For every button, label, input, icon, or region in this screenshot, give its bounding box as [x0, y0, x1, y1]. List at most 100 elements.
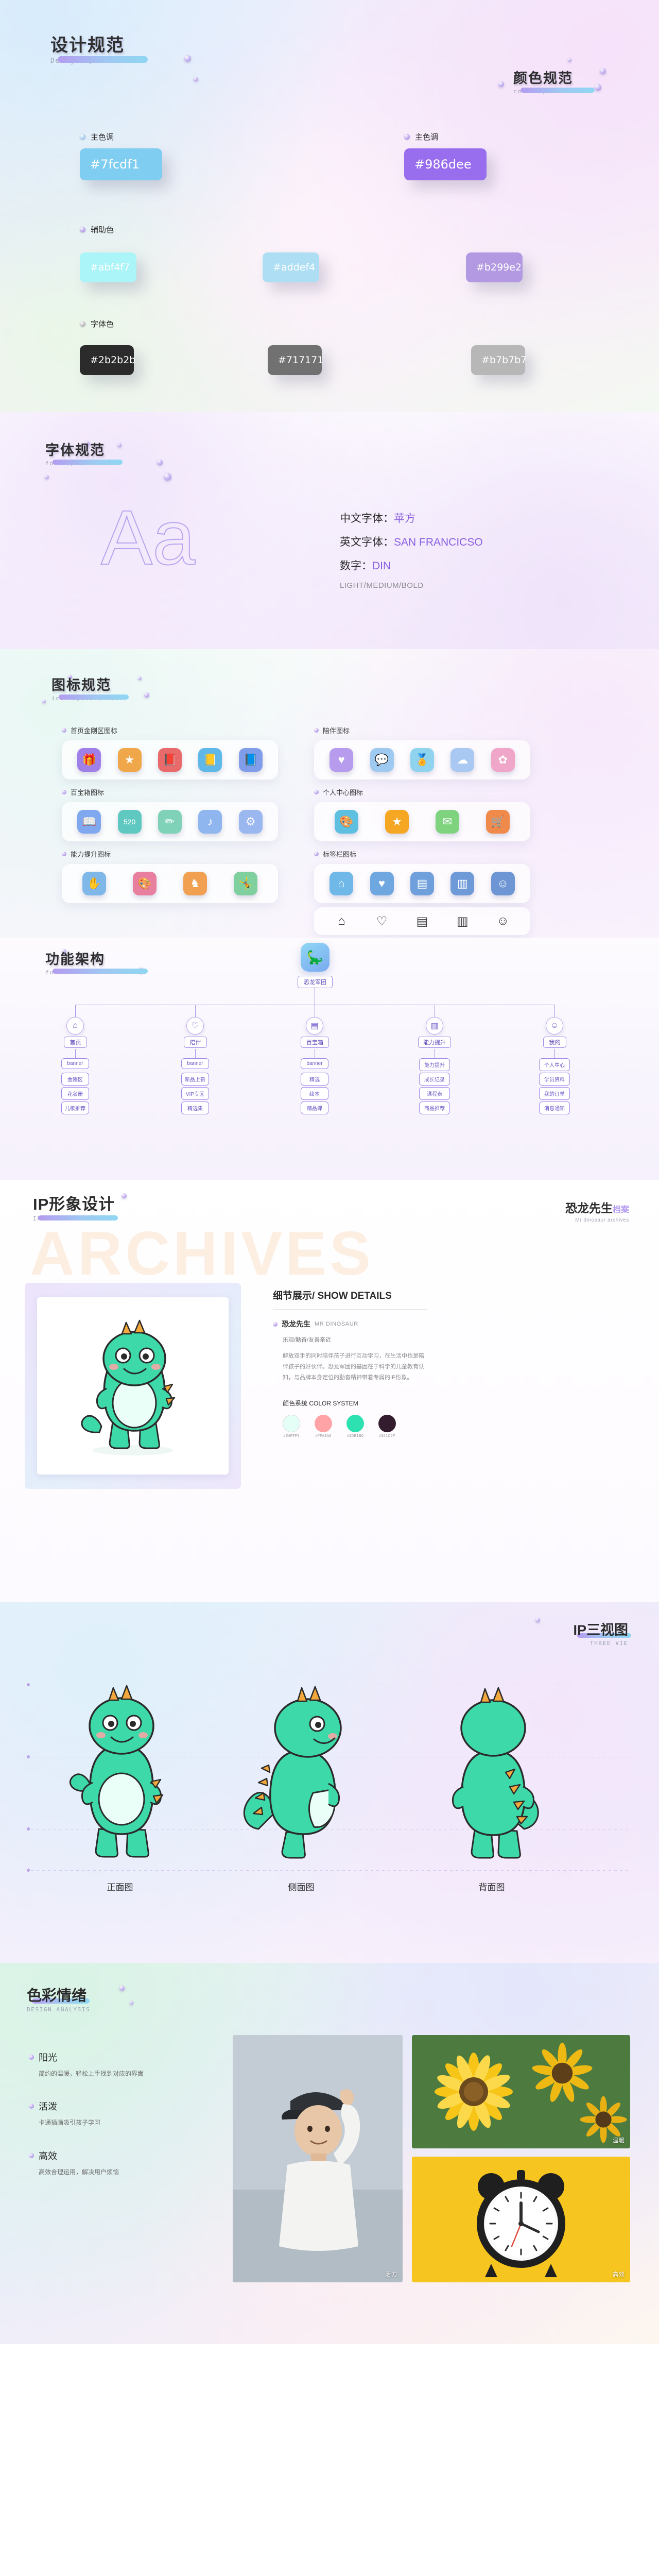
photo-boy-illustration [233, 2035, 403, 2282]
tools-icon[interactable]: ⚙ [238, 810, 263, 834]
arch-child-node[interactable]: 能力提升 [419, 1058, 450, 1071]
decor-bubble-icon [119, 1986, 125, 1991]
mail-icon[interactable]: ✉ [436, 810, 459, 834]
news-line-icon[interactable]: ▤ [416, 914, 428, 928]
guide-dot-icon [27, 1683, 30, 1686]
decor-bubble-icon [600, 68, 606, 74]
color-swatch-primary-purple: #986dee [404, 148, 487, 180]
person-icon[interactable]: 🤸 [234, 872, 257, 895]
decor-bubble-icon [42, 700, 46, 703]
flower-icon[interactable]: ✿ [491, 748, 515, 772]
arch-child-node[interactable]: VIP专区 [181, 1087, 209, 1100]
arch-child-node[interactable]: 儿歌推荐 [61, 1101, 89, 1114]
arch-child-node[interactable]: 绘本 [301, 1087, 328, 1100]
arch-child-node[interactable]: 个人中心 [539, 1058, 570, 1071]
mine-icon[interactable]: ☺ [546, 1017, 563, 1035]
star-icon[interactable]: ★ [385, 810, 409, 834]
profile-icon[interactable]: ☺ [491, 872, 515, 895]
bullet-dot-icon [80, 134, 85, 140]
dinosaur-side-view [243, 1686, 342, 1859]
title-underline-bar [38, 1215, 118, 1221]
dinosaur-front-view [69, 1685, 164, 1858]
title-underline-bar [58, 56, 148, 63]
profile-line-icon[interactable]: ☺ [496, 914, 509, 928]
color-swatch-aux-3: #b299e2 [466, 252, 523, 282]
heart-line-icon[interactable]: ♡ [376, 914, 388, 928]
medal-icon[interactable]: 🏅 [410, 748, 434, 772]
swatch-hex-label: #b7b7b7 [481, 354, 527, 366]
details-title: 细节展示/ SHOW DETAILS [273, 1291, 392, 1301]
bullet-dot-icon [314, 728, 319, 733]
arch-child-node[interactable]: 商品推荐 [419, 1101, 450, 1114]
mood-item-title: 高效 [39, 2150, 57, 2161]
card-line-icon[interactable]: ▥ [457, 914, 469, 928]
arch-child-node[interactable]: 新品上新 [181, 1073, 209, 1086]
ip-design-title: IP形象设计 IP IMAGE DESIGN [33, 1191, 118, 1222]
note-icon[interactable]: 📒 [198, 748, 222, 772]
icon-group-2: 百宝箱图标 📖 520 ✏ ♪ ⚙ [62, 787, 278, 841]
heart-bubble-icon[interactable]: ♥ [330, 748, 354, 772]
ip-character-frame [25, 1283, 241, 1489]
arch-child-node[interactable]: 我的订单 [539, 1087, 570, 1100]
icon-group-5: 标签栏图标 ⌂ ♥ ▤ ▥ ☺ ⌂ ♡ ▤ ▥ ☺ [314, 849, 530, 935]
book-blue-icon[interactable]: 📖 [77, 810, 101, 834]
pencil-icon[interactable]: ✏ [158, 810, 182, 834]
arch-child-node[interactable]: 成长记录 [419, 1073, 450, 1086]
arch-child-node[interactable]: 课程表 [419, 1087, 450, 1100]
architecture-root-label: 恐龙军团 [298, 976, 333, 988]
arch-child-node[interactable]: 精选 [301, 1073, 328, 1086]
icon-group-label: 能力提升图标 [71, 851, 111, 858]
decor-bubble-icon [184, 55, 191, 62]
music-icon[interactable]: ♪ [198, 810, 222, 834]
arch-child-node[interactable]: 花名册 [61, 1087, 89, 1100]
palette-icon[interactable]: 🎨 [335, 810, 358, 834]
color-swatch-primary-blue: #7fcdf1 [80, 148, 162, 180]
color-chip-dot [346, 1414, 364, 1432]
icon-group-label: 标签栏图标 [323, 851, 357, 858]
photo-caption: 高效 [613, 2272, 625, 2278]
folder-icon[interactable]: 📘 [238, 748, 263, 772]
ability-icon[interactable]: ▥ [426, 1017, 443, 1035]
arch-child-node[interactable]: 精选集 [181, 1101, 209, 1114]
arch-child-node[interactable]: banner [61, 1058, 89, 1069]
icon-card: 🎨 ★ ✉ 🛒 [314, 802, 530, 841]
guide-dot-icon [27, 1827, 30, 1831]
swatch-hex-label: #7fcdf1 [90, 157, 140, 172]
heart-icon[interactable]: ♥ [370, 872, 394, 895]
book-icon[interactable]: 📕 [158, 748, 182, 772]
decor-bubble-icon [122, 1193, 127, 1198]
arch-child-node[interactable]: 金刚区 [61, 1073, 89, 1086]
arch-child-node[interactable]: 学员资料 [539, 1073, 570, 1086]
news-icon[interactable]: ▤ [410, 872, 434, 895]
cart-icon[interactable]: 🛒 [486, 810, 510, 834]
home-icon[interactable]: ⌂ [330, 872, 354, 895]
home-icon[interactable]: ⌂ [66, 1017, 84, 1035]
box-icon[interactable]: ▤ [306, 1017, 323, 1035]
icon-group-1: 陪伴图标 ♥ 💬 🏅 ☁ ✿ [314, 725, 530, 779]
number-icon[interactable]: 520 [117, 810, 142, 834]
photo-caption: 活力 [385, 2272, 397, 2278]
color-chip: #2DE1B0 [346, 1414, 364, 1438]
arch-child-node[interactable]: banner [301, 1058, 328, 1069]
mood-title-en: DESIGN ANALYSIS [27, 2006, 91, 2013]
star-badge-icon[interactable]: ★ [117, 748, 142, 772]
font-en-row: 英文字体：SAN FRANCICSO [340, 534, 483, 549]
title-underline-bar [53, 460, 123, 465]
card-icon[interactable]: ▥ [450, 872, 475, 895]
view-caption: 背面图 [478, 1883, 505, 1892]
arch-child-node[interactable]: 消息通知 [539, 1101, 570, 1114]
chat-bubble-icon[interactable]: 💬 [370, 748, 394, 772]
palette2-icon[interactable]: 🎨 [133, 872, 157, 895]
decor-bubble-icon [62, 949, 66, 954]
icon-spec-title: 图标规范 icon specifiction [51, 674, 129, 702]
cloud-icon[interactable]: ☁ [450, 748, 475, 772]
design-spec-title: 设计规范 Design specifiction [50, 31, 148, 65]
chess-icon[interactable]: ♞ [183, 872, 207, 895]
font-weights: LIGHT/MEDIUM/BOLD [340, 581, 424, 590]
hand-icon[interactable]: ✋ [82, 872, 106, 895]
arch-child-node[interactable]: banner [181, 1058, 209, 1069]
arch-child-node[interactable]: 精品课 [301, 1101, 328, 1114]
home-line-icon[interactable]: ⌂ [337, 914, 345, 928]
heart-icon[interactable]: ♡ [186, 1017, 204, 1035]
gift-icon[interactable]: 🎁 [77, 748, 101, 772]
